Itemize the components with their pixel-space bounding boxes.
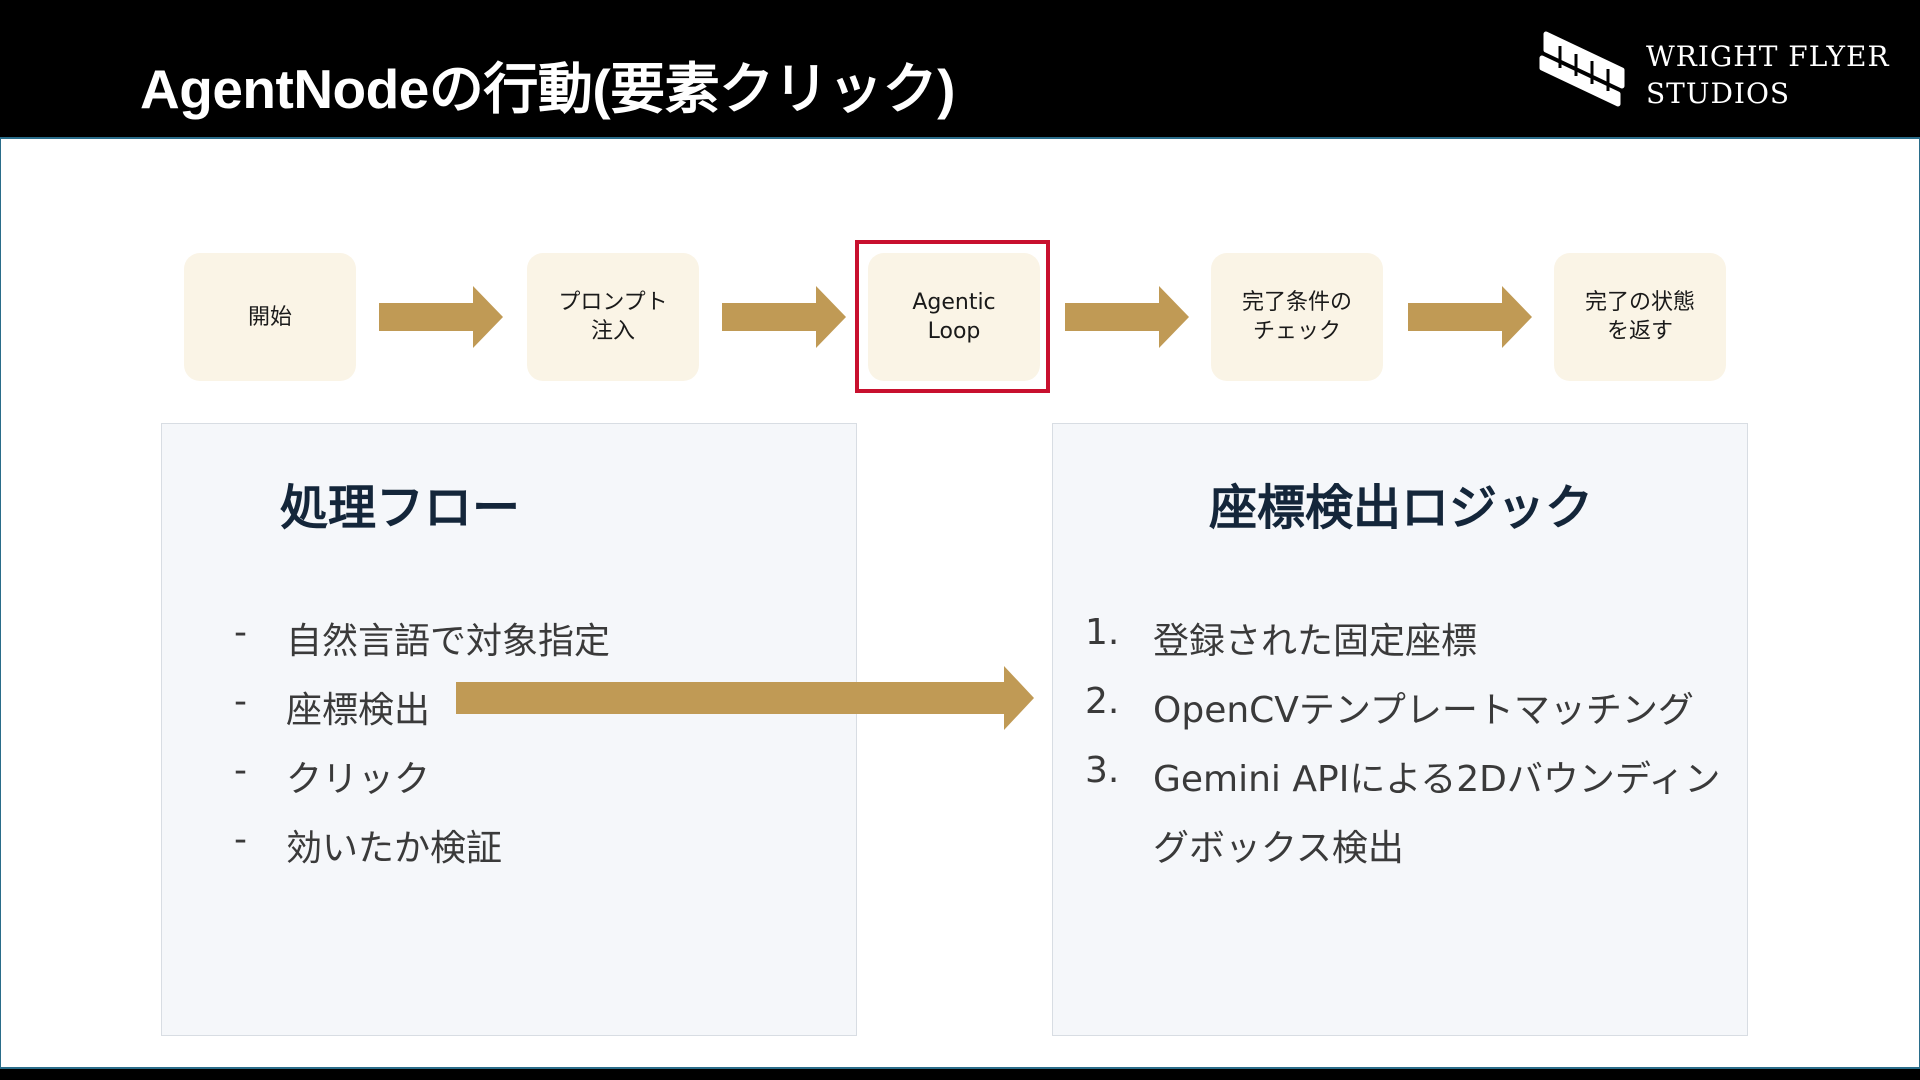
process-flow-panel: 処理フロー - 自然言語で対象指定 - 座標検出 - クリック - 効いたか検証 xyxy=(161,423,857,1036)
list-number: 3. xyxy=(1085,750,1120,791)
step-arrow-3 xyxy=(1065,286,1189,348)
bullet-marker: - xyxy=(234,681,247,722)
agentic-loop-highlight xyxy=(855,240,1050,393)
list-number: 2. xyxy=(1085,681,1120,722)
bottom-rule xyxy=(0,1067,1920,1069)
coordinate-logic-title: 座標検出ロジック xyxy=(1209,480,1594,536)
bullet-marker: - xyxy=(234,750,247,791)
list-item: 自然言語で対象指定 xyxy=(286,621,611,662)
list-item: Gemini APIによる2Dバウンディン xyxy=(1153,759,1721,800)
logo-text: WRIGHT FLYER STUDIOS xyxy=(1646,38,1890,112)
header-bar: AgentNodeの行動(要素クリック) WRIGHT FLYER STUDIO… xyxy=(0,0,1920,137)
step-return-state: 完了の状態 を返す xyxy=(1554,253,1726,381)
biplane-logo-icon xyxy=(1539,31,1625,107)
step-start: 開始 xyxy=(184,253,356,381)
detection-link-arrow xyxy=(456,666,1034,730)
list-item: OpenCVテンプレートマッチング xyxy=(1153,690,1694,731)
list-number: 1. xyxy=(1085,612,1120,653)
list-item: 登録された固定座標 xyxy=(1153,621,1478,662)
step-prompt-injection: プロンプト 注入 xyxy=(527,253,699,381)
step-agentic-loop: Agentic Loop xyxy=(868,253,1040,381)
coordinate-logic-panel: 座標検出ロジック 1. 登録された固定座標 2. OpenCVテンプレートマッチ… xyxy=(1052,423,1748,1036)
list-item-continuation: グボックス検出 xyxy=(1153,828,1404,869)
list-item: 座標検出 xyxy=(286,690,431,731)
process-flow-title: 処理フロー xyxy=(280,480,521,536)
logo-line-2: STUDIOS xyxy=(1646,77,1791,110)
step-arrow-1 xyxy=(379,286,503,348)
list-item: クリック xyxy=(286,759,431,800)
list-item: 効いたか検証 xyxy=(286,828,503,869)
bullet-marker: - xyxy=(234,612,247,653)
step-arrow-4 xyxy=(1408,286,1532,348)
step-completion-check: 完了条件の チェック xyxy=(1211,253,1383,381)
step-arrow-2 xyxy=(722,286,846,348)
bullet-marker: - xyxy=(234,819,247,860)
page-title: AgentNodeの行動(要素クリック) xyxy=(140,58,955,120)
logo-line-1: WRIGHT FLYER xyxy=(1646,40,1890,73)
studio-logo: WRIGHT FLYER STUDIOS xyxy=(1538,26,1890,116)
